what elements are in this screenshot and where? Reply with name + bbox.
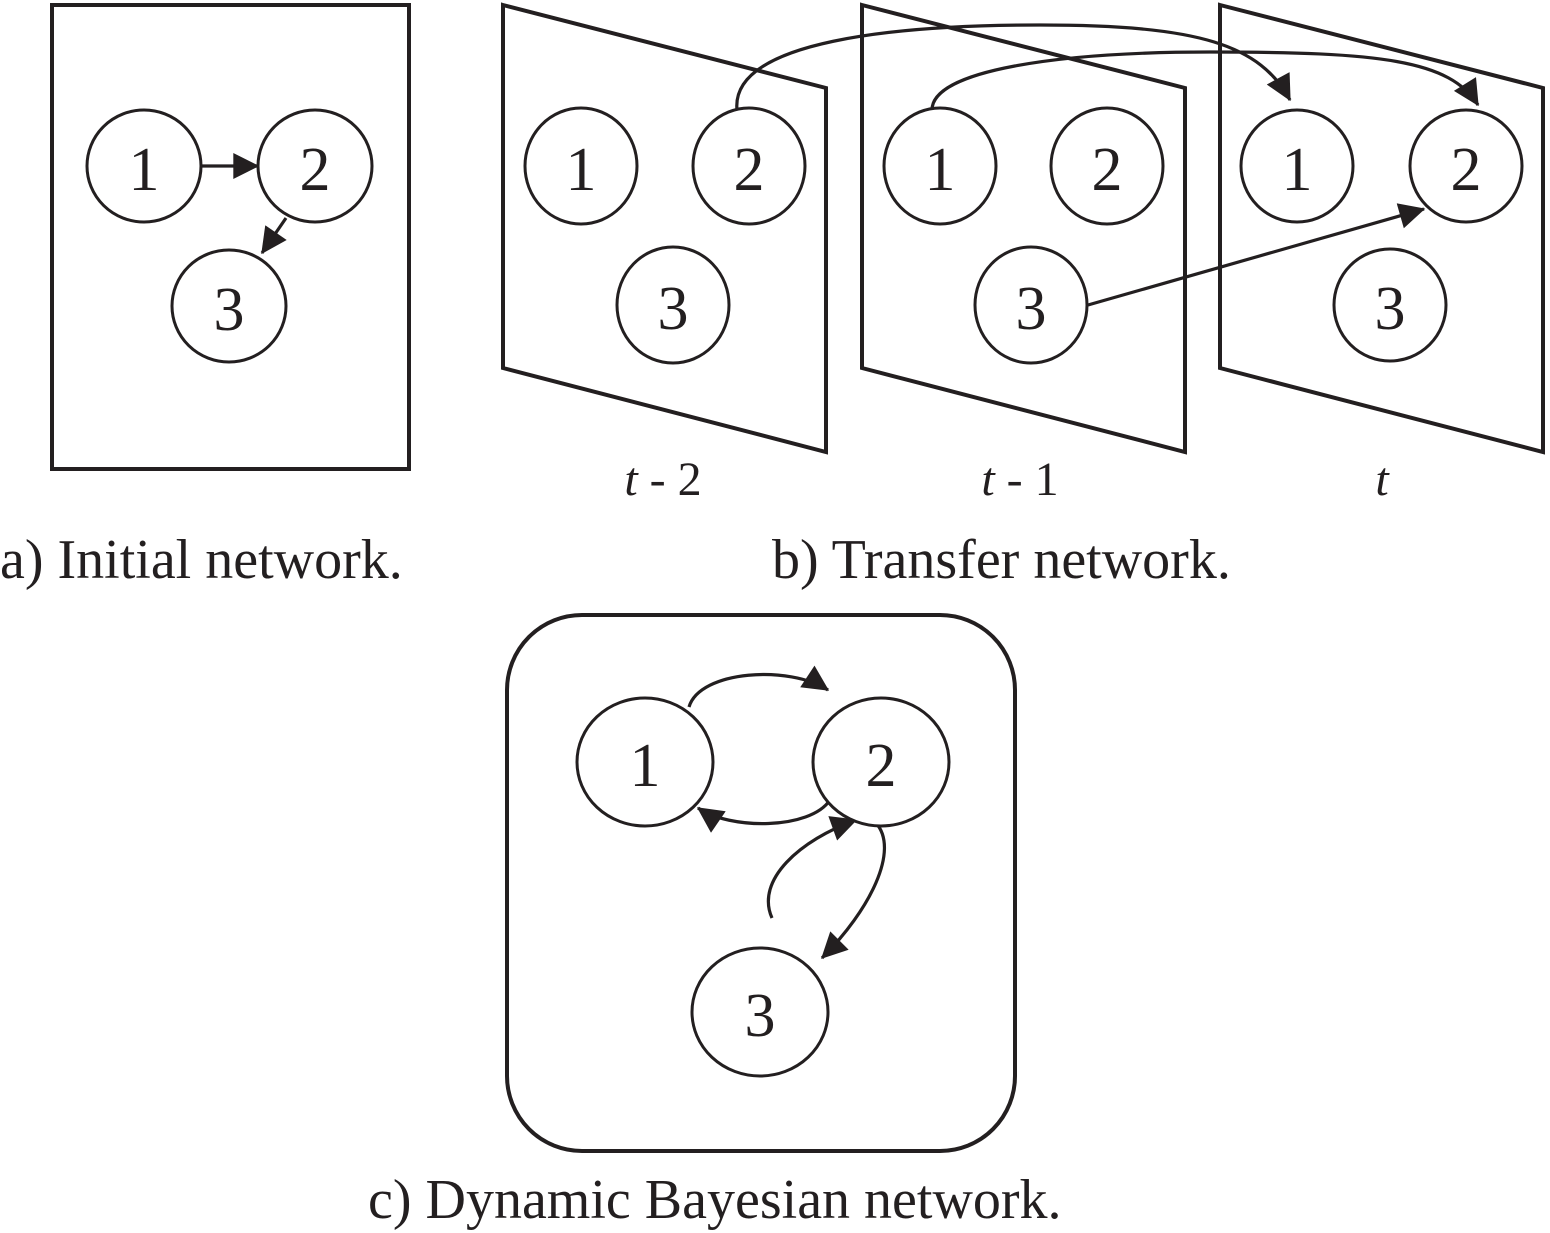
slice-plane: [1218, 2, 1545, 455]
node-1: 1: [523, 106, 639, 226]
node-2: 2: [256, 108, 374, 224]
node-2: 2: [691, 106, 807, 226]
node-label: 1: [630, 732, 661, 800]
slice-plane: [501, 2, 828, 455]
node-label: 1: [925, 136, 956, 204]
node-label: 2: [1451, 136, 1482, 204]
time-label-t-minus-2: t - 2: [624, 453, 701, 506]
node-1: 1: [882, 106, 998, 226]
node-label: 2: [866, 732, 897, 800]
node-2: 2: [1049, 106, 1165, 226]
time-slice-t-minus-1: 1 2 3: [860, 2, 1187, 455]
caption-dynamic-bayesian-network: c) Dynamic Bayesian network.: [368, 1169, 1062, 1231]
time-label-t-minus-1: t - 1: [981, 453, 1058, 506]
node-label: 1: [1282, 136, 1313, 204]
edge-1-to-2: [687, 665, 830, 708]
caption-transfer-network: b) Transfer network.: [772, 529, 1231, 591]
node-label: 3: [1016, 275, 1047, 343]
node-label: 1: [129, 136, 160, 204]
node-1: 1: [1239, 108, 1355, 224]
node-3: 3: [690, 946, 830, 1078]
node-label: 2: [1092, 136, 1123, 204]
time-slice-t: 1 2 3: [1218, 2, 1545, 455]
edge-1-t-minus-1-to-2-t: [930, 50, 1480, 111]
edge-3-t-minus-1-to-2-t: [1087, 203, 1426, 307]
node-label: 3: [745, 982, 776, 1050]
node-2: 2: [1408, 108, 1524, 224]
edge-2-to-1: [696, 799, 832, 833]
node-label: 1: [566, 136, 597, 204]
slice-plane: [860, 2, 1187, 455]
edge-2-to-3: [260, 217, 288, 255]
dbn-frame: [505, 613, 1017, 1153]
node-label: 3: [214, 276, 245, 344]
panel-transfer-network: 1 2 3 1 2 3: [501, 2, 1545, 506]
node-3: 3: [973, 245, 1089, 365]
panel-dynamic-bayesian-network: 1 2 3: [505, 613, 1017, 1153]
node-3: 3: [170, 248, 288, 364]
initial-network-frame: [50, 3, 411, 471]
node-label: 2: [300, 136, 331, 204]
node-2: 2: [811, 696, 951, 828]
node-label: 2: [734, 136, 765, 204]
panel-initial-network: 1 2 3: [50, 3, 411, 471]
node-3: 3: [615, 245, 731, 365]
node-1: 1: [575, 696, 715, 828]
edge-2-to-3: [820, 821, 886, 960]
edge-2-t-minus-2-to-1-t: [735, 23, 1292, 111]
edge-3-to-2: [766, 816, 858, 919]
node-1: 1: [85, 108, 203, 224]
node-3: 3: [1332, 247, 1448, 363]
caption-initial-network: a) Initial network.: [0, 529, 403, 591]
node-label: 3: [658, 275, 689, 343]
time-label-t: t: [1375, 453, 1390, 506]
time-slice-t-minus-2: 1 2 3: [501, 2, 828, 455]
node-label: 3: [1375, 275, 1406, 343]
